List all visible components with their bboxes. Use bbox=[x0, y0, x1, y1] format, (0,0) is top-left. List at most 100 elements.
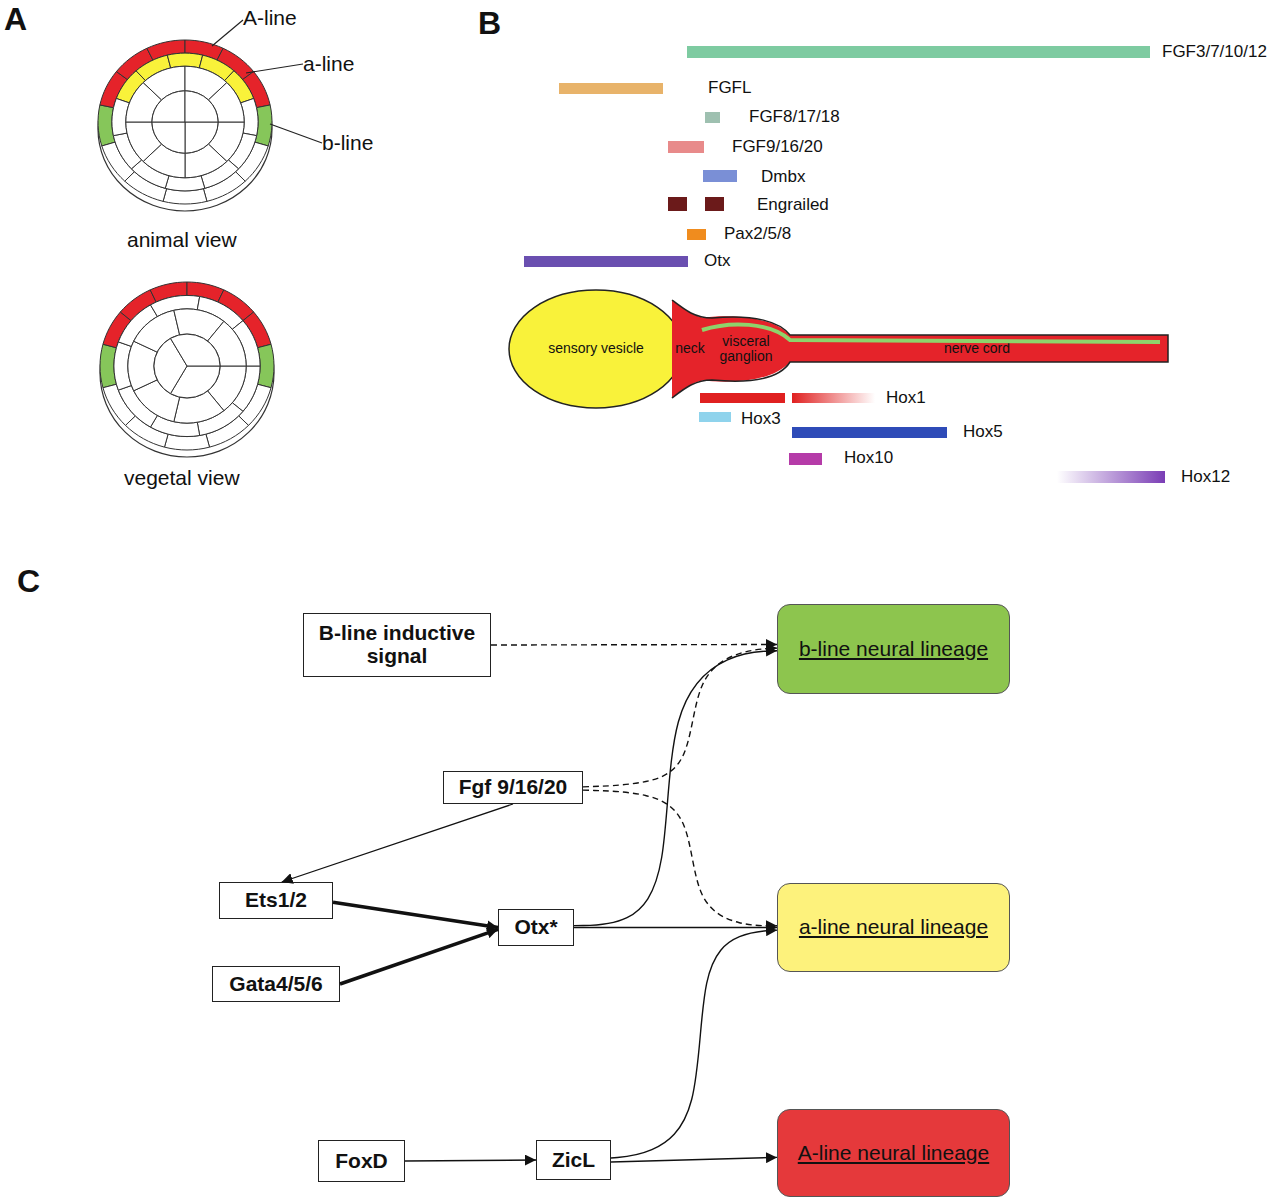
gene-label: FGF9/16/20 bbox=[732, 138, 823, 155]
blastomere bbox=[113, 133, 141, 169]
blastomere bbox=[164, 434, 209, 450]
gene-box: ZicL bbox=[536, 1140, 611, 1180]
blastomere bbox=[103, 384, 135, 425]
larva-outline bbox=[672, 300, 1168, 398]
node-text-group: a-line neural lineage bbox=[799, 916, 988, 939]
node-text: ZicL bbox=[552, 1149, 595, 1172]
cell-line-label: b-line bbox=[322, 132, 373, 153]
blastomere bbox=[114, 342, 131, 390]
blastomere bbox=[232, 321, 260, 366]
blastomere bbox=[197, 297, 243, 330]
cell-line-label: A-line bbox=[243, 7, 297, 28]
blastomere bbox=[150, 282, 187, 302]
regulatory-arrow bbox=[340, 929, 498, 984]
gene-label: Otx bbox=[704, 252, 730, 269]
blastomere bbox=[170, 334, 220, 366]
expression-bar bbox=[668, 197, 687, 211]
node-text-group: nerve cord bbox=[944, 341, 1010, 356]
node-text: sensory vesicle bbox=[548, 341, 644, 356]
region-shape bbox=[672, 300, 708, 398]
node-text: A-line neural lineage bbox=[798, 1142, 989, 1165]
node-text: visceral ganglion bbox=[711, 334, 781, 364]
gene-label: Hox5 bbox=[963, 423, 1003, 440]
node-text-group: ZicL bbox=[552, 1149, 595, 1172]
blastomere bbox=[152, 91, 185, 122]
embryo bbox=[98, 40, 272, 211]
regulatory-arrow bbox=[333, 902, 498, 927]
region-shape bbox=[700, 316, 792, 381]
gene-label: Hox3 bbox=[741, 410, 781, 427]
gene-box: Otx* bbox=[498, 909, 574, 946]
neck-region: neck bbox=[672, 298, 708, 400]
leader-line bbox=[246, 64, 303, 73]
blastomere bbox=[185, 91, 218, 122]
node-text-group: B-line inductive signal bbox=[307, 622, 487, 667]
node-text-group: Gata4/5/6 bbox=[229, 973, 322, 996]
blastomere bbox=[218, 290, 254, 321]
blastomere bbox=[131, 160, 169, 188]
blastomere bbox=[174, 309, 224, 341]
blastomere bbox=[208, 83, 244, 122]
regulatory-arrow bbox=[583, 648, 777, 787]
blastomere bbox=[125, 416, 168, 447]
blastomere bbox=[208, 321, 247, 366]
nerve-cord-line bbox=[702, 324, 1160, 342]
gene-box: Gata4/5/6 bbox=[212, 966, 340, 1002]
regulatory-arrow bbox=[583, 790, 777, 926]
blastomere bbox=[100, 344, 116, 387]
blastomere bbox=[163, 189, 207, 204]
panel-letter: C bbox=[17, 565, 40, 597]
node-text-group: b-line neural lineage bbox=[799, 638, 988, 661]
expression-bar bbox=[703, 170, 737, 182]
blastomere bbox=[165, 176, 205, 191]
expression-bar bbox=[668, 141, 704, 153]
blastomere bbox=[167, 53, 202, 68]
blastomere bbox=[197, 403, 243, 436]
blastomere bbox=[116, 48, 153, 79]
blastomere bbox=[150, 415, 199, 436]
region-shape bbox=[786, 335, 1168, 362]
blastomere bbox=[102, 142, 135, 181]
node-text: Ets1/2 bbox=[245, 889, 307, 912]
blastomere bbox=[232, 366, 260, 411]
gene-label: Engrailed bbox=[757, 196, 829, 213]
view-label: vegetal view bbox=[124, 467, 240, 488]
panel-letter: B bbox=[478, 7, 501, 39]
blastomere bbox=[185, 144, 227, 178]
blastomere bbox=[120, 290, 156, 321]
gene-label: Hox10 bbox=[844, 449, 893, 466]
blastomere bbox=[217, 48, 254, 79]
expression-bar bbox=[687, 229, 706, 240]
gene-label: Dmbx bbox=[761, 168, 805, 185]
blastomere bbox=[201, 160, 239, 188]
gene-label: Hox12 bbox=[1181, 468, 1230, 485]
blastomere bbox=[255, 105, 272, 146]
gene-box: FoxD bbox=[318, 1140, 405, 1182]
blastomere bbox=[150, 295, 199, 316]
view-label: animal view bbox=[127, 229, 237, 250]
expression-bar bbox=[789, 453, 822, 465]
regulatory-arrow bbox=[574, 927, 777, 928]
regulatory-arrow bbox=[611, 1157, 777, 1162]
regulatory-arrow bbox=[282, 804, 513, 882]
blastomere bbox=[100, 72, 128, 108]
sensory-vesicle-region: sensory vesicle bbox=[508, 289, 684, 409]
blastomere bbox=[203, 172, 245, 202]
expression-bar bbox=[524, 256, 688, 267]
panel-letter: A bbox=[4, 3, 27, 35]
node-text: Otx* bbox=[514, 916, 557, 939]
node-text: Fgf 9/16/20 bbox=[459, 776, 568, 799]
blastomere bbox=[239, 384, 271, 425]
blastomere bbox=[134, 380, 180, 422]
node-text-group: A-line neural lineage bbox=[798, 1142, 989, 1165]
blastomere bbox=[98, 105, 115, 146]
node-text-group: sensory vesicle bbox=[548, 341, 644, 356]
blastomere bbox=[206, 416, 249, 447]
embryo-backing bbox=[100, 289, 274, 457]
node-text: B-line inductive signal bbox=[307, 622, 487, 667]
blastomere bbox=[243, 72, 271, 108]
embryo-backing bbox=[98, 47, 272, 211]
expression-bar bbox=[792, 393, 875, 403]
